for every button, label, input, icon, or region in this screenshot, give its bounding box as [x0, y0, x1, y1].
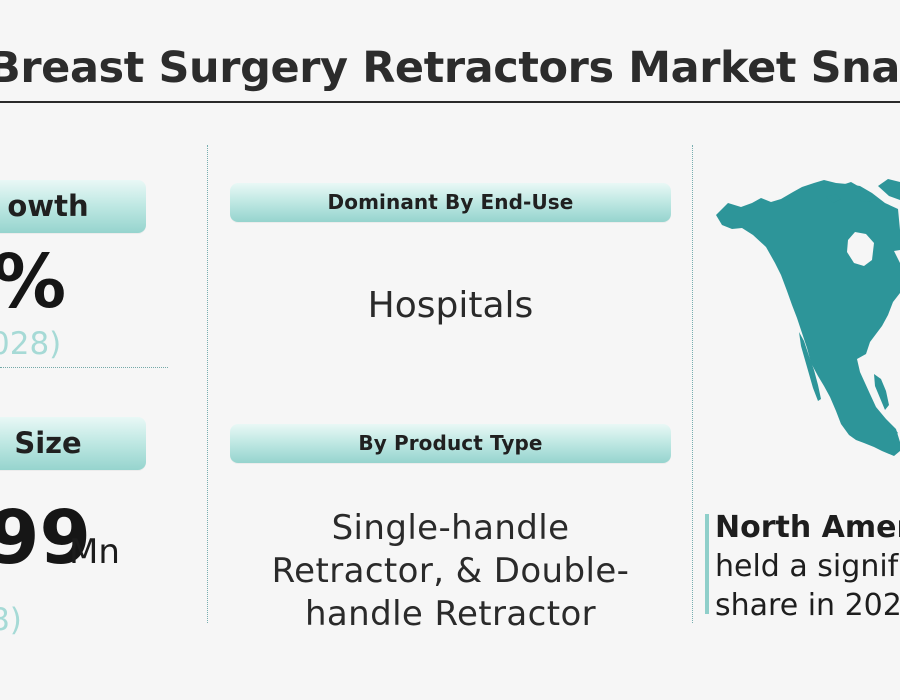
greenland-edge: [878, 179, 900, 200]
north-america-map-svg: [716, 179, 900, 456]
title-rule: [0, 101, 900, 103]
product-value-line-2: Retractor, & Double-: [271, 551, 630, 591]
end-use-label: Dominant By End-Use: [327, 190, 574, 214]
growth-label: owth: [7, 189, 89, 223]
arctic-island-3: [826, 194, 841, 203]
end-use-pill: Dominant By End-Use: [230, 183, 671, 222]
growth-pill: owth: [0, 180, 146, 233]
column-divider-right: [692, 145, 693, 623]
size-year: 8): [0, 602, 22, 638]
product-value-line-1: Single-handle: [331, 508, 570, 548]
region-desc-line-2: share in 202: [715, 588, 900, 623]
product-type-label: By Product Type: [358, 431, 543, 455]
end-use-value: Hospitals: [367, 285, 534, 326]
column-divider-left: [207, 145, 208, 623]
size-value: 99: [0, 495, 91, 581]
region-desc-line-1: held a signif: [715, 549, 899, 584]
product-value-line-3: handle Retractor: [304, 594, 597, 634]
inner-bay: [847, 232, 874, 266]
caribbean-island: [886, 428, 898, 437]
arctic-island-2: [860, 193, 876, 202]
arctic-island-1: [842, 182, 858, 190]
north-america-map-icon: [710, 172, 900, 462]
baja-peninsula: [799, 332, 821, 401]
product-type-value: Single-handle Retractor, & Double- handl…: [230, 507, 671, 636]
region-name: North Amer: [715, 510, 900, 545]
growth-value: %: [0, 239, 66, 325]
florida-peninsula: [874, 374, 889, 410]
product-type-pill: By Product Type: [230, 424, 671, 463]
growth-period: 028): [0, 326, 62, 362]
region-accent-bar: [705, 514, 709, 614]
size-label: Size: [14, 426, 82, 460]
size-pill: Size: [0, 417, 146, 470]
page-title: Breast Surgery Retractors Market Snapsho: [0, 43, 900, 93]
left-dotted-divider: [0, 367, 168, 368]
north-america-landmass: [716, 180, 900, 456]
size-unit: Mn: [69, 532, 120, 572]
region-text: North Amer held a signif share in 202: [715, 508, 900, 625]
